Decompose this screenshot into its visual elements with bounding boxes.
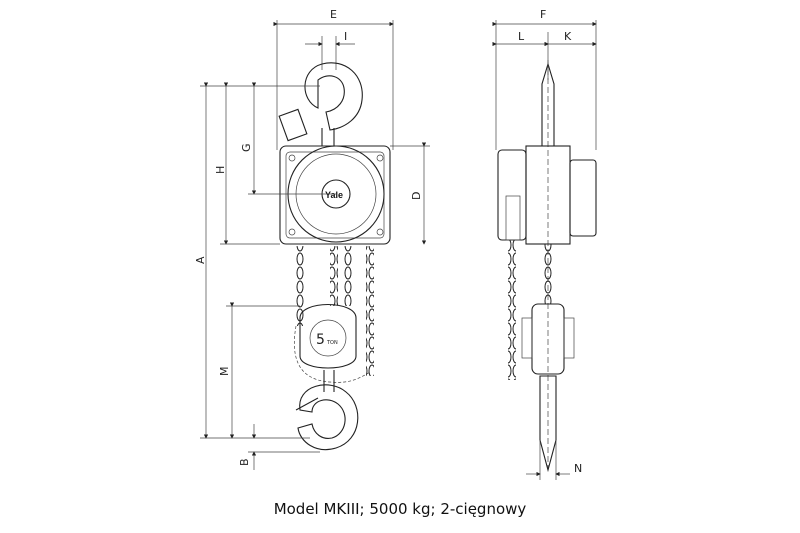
dimension-i: I — [305, 30, 355, 70]
side-view: F L K — [492, 8, 597, 480]
dimension-n: N — [526, 440, 582, 480]
label-n: N — [574, 462, 582, 475]
label-b: B — [238, 458, 251, 466]
label-h: H — [214, 166, 227, 174]
label-e: E — [330, 8, 337, 21]
capacity-unit: TON — [326, 340, 338, 346]
top-hook — [278, 62, 363, 146]
dimension-d: D — [390, 142, 430, 245]
hand-chain-loop — [294, 325, 371, 383]
yale-logo: Yale — [325, 190, 343, 200]
figure-caption: Model MKIII; 5000 kg; 2-cięgnowy — [273, 500, 527, 518]
capacity-value: 5 — [316, 332, 325, 348]
dimension-m: M — [218, 302, 300, 439]
label-d: D — [410, 192, 423, 200]
hoist-body: Yale — [279, 145, 391, 245]
dimension-e: E — [273, 8, 394, 150]
chains-side — [508, 240, 552, 380]
label-i: I — [344, 30, 347, 43]
hoist-body-side — [497, 145, 597, 245]
label-k: K — [564, 30, 572, 43]
dimension-b: B — [238, 424, 320, 470]
label-m: M — [218, 367, 231, 377]
lower-block-side — [521, 303, 575, 375]
label-l: L — [518, 30, 525, 43]
dimension-h: H — [214, 82, 280, 245]
dimension-f: F — [492, 8, 597, 150]
bottom-hook-side — [539, 375, 557, 473]
front-view: E I Yale — [194, 8, 430, 470]
label-g: G — [240, 143, 253, 152]
label-f: F — [540, 8, 546, 21]
bottom-hook — [295, 370, 359, 450]
label-a: A — [194, 256, 207, 264]
load-chains — [296, 246, 374, 376]
dimension-g: G — [240, 82, 336, 195]
lower-block: 5 TON — [299, 303, 357, 369]
